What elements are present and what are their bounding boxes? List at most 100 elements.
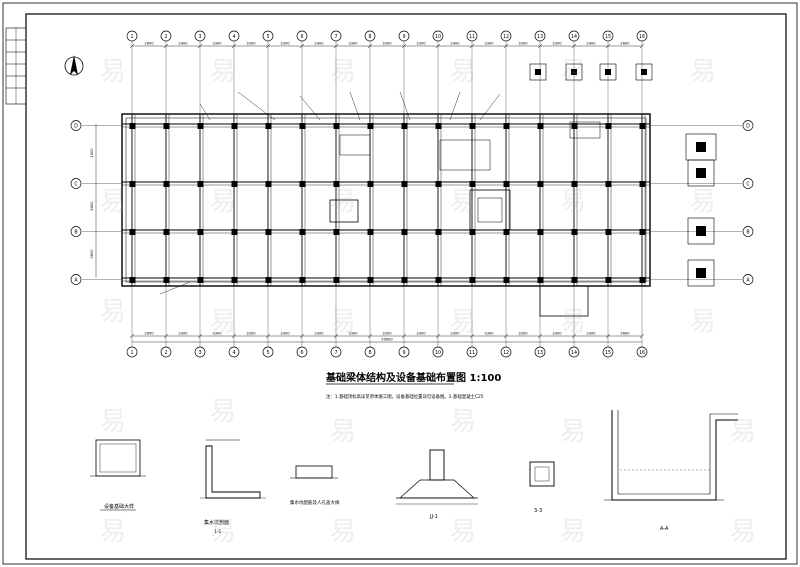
dimension-bottom: 3300 [518,332,528,336]
dimension-total: 50600 [381,338,393,342]
watermark-glyph: 易 [330,187,356,217]
watermark-glyph: 易 [330,417,356,447]
dimension-top: 3300 [586,42,596,46]
column-mark [469,229,476,235]
column-mark [163,123,170,129]
dimension-top: 2600 [620,42,630,46]
column-mark [469,277,476,283]
isolated-footings-right [685,133,717,287]
detail-section-3-3 [529,461,555,487]
detail-label: 集水坑配筋及人孔盖大样 [290,499,340,506]
axis-bubble-bottom [398,346,410,358]
detail-footing-jj1 [396,449,478,505]
axis-bubble-right [742,120,754,131]
column-mark [129,229,136,235]
axis-bubble-bottom-label: 5 [266,350,269,356]
axis-bubble-left-label: D [74,124,78,130]
inner-frame [25,13,787,560]
dimension-top: 3300 [552,42,562,46]
column-mark [333,277,340,283]
watermark-glyph: 易 [330,57,356,87]
detail-sub: 1-1 [214,529,221,535]
column-mark [265,181,272,187]
axis-bubble-top-label: 11 [469,34,475,40]
dimension-top: 3300 [280,42,290,46]
watermark-glyph: 易 [560,307,586,337]
axis-bubble-top-label: 12 [503,34,509,40]
dimension-top: 3300 [518,42,528,46]
column-mark [605,229,612,235]
axis-bubble-top-label: 4 [232,34,235,40]
dimension-bottom: 3300 [484,332,494,336]
column-mark [163,181,170,187]
detail-label: A-A [660,526,669,532]
axis-bubble-bottom [126,346,138,358]
column-mark [367,123,374,129]
axis-bubble-bottom [194,346,206,358]
column-mark [435,181,442,187]
dimension-top: 3300 [178,42,188,46]
column-mark [129,181,136,187]
axis-bubble-top-label: 1 [130,34,133,40]
plan-outline [121,113,651,287]
axis-bubble-bottom-label: 10 [435,350,441,356]
axis-bubble-top [432,30,444,42]
column-mark [299,277,306,283]
dimension-top: 2600 [144,42,154,46]
column-mark [129,123,136,129]
dimension-top: 3300 [246,42,256,46]
column-mark [639,229,646,235]
column-mark [129,277,136,283]
column-mark [231,277,238,283]
watermark-glyph: 易 [450,517,476,547]
dimension-left: 1500 [90,148,94,158]
column-mark [333,181,340,187]
axis-bubble-left-label: B [74,230,77,236]
equipment-pit [477,197,503,223]
axis-bubble-left-label: C [74,182,78,188]
axis-bubble-top [330,30,342,42]
dimension-bottom: 3300 [280,332,290,336]
axis-bubble-left [70,120,82,131]
column-mark [265,229,272,235]
column-mark [197,181,204,187]
dimension-bottom: 3300 [586,332,596,336]
watermark-glyph: 易 [100,517,126,547]
column-mark [469,123,476,129]
column-mark [571,123,578,129]
dimension-left: 3600 [90,249,94,259]
watermark-glyph: 易 [730,417,756,447]
axis-bubble-right-label: C [746,182,750,188]
watermark-glyph: 易 [450,407,476,437]
detail-section-a-a [604,410,738,501]
column-mark [333,123,340,129]
axis-bubble-bottom [262,346,274,358]
detail-label: JJ-1 [429,514,438,520]
column-mark [299,229,306,235]
axis-bubble-right-label: D [746,124,750,130]
axis-bubble-bottom [160,346,172,358]
axis-bubble-right-label: B [746,230,749,236]
column-mark [537,181,544,187]
axis-bubble-bottom-label: 13 [537,350,543,356]
watermark-glyph: 易 [450,57,476,87]
axis-bubble-left [70,226,82,237]
axis-bubble-bottom [466,346,478,358]
axis-bubble-bottom-label: 8 [368,350,371,356]
column-mark [537,277,544,283]
column-mark [197,123,204,129]
axis-bubble-top [262,30,274,42]
axis-bubble-bottom [500,346,512,358]
dimension-top: 3300 [348,42,358,46]
axis-bubble-top [398,30,410,42]
axis-bubble-right [742,226,754,237]
drawing-note: 注：1.基础顶标高详见单体施工图，设备基础位置详见设备图。2.基础混凝土C25 [326,393,484,400]
axis-bubble-bottom [296,346,308,358]
watermark-glyph: 易 [100,297,126,327]
column-mark [197,229,204,235]
equipment-base [569,121,601,139]
axis-bubble-bottom [228,346,240,358]
axis-bubble-bottom-label: 4 [232,350,235,356]
axis-bubble-top-label: 7 [334,34,337,40]
